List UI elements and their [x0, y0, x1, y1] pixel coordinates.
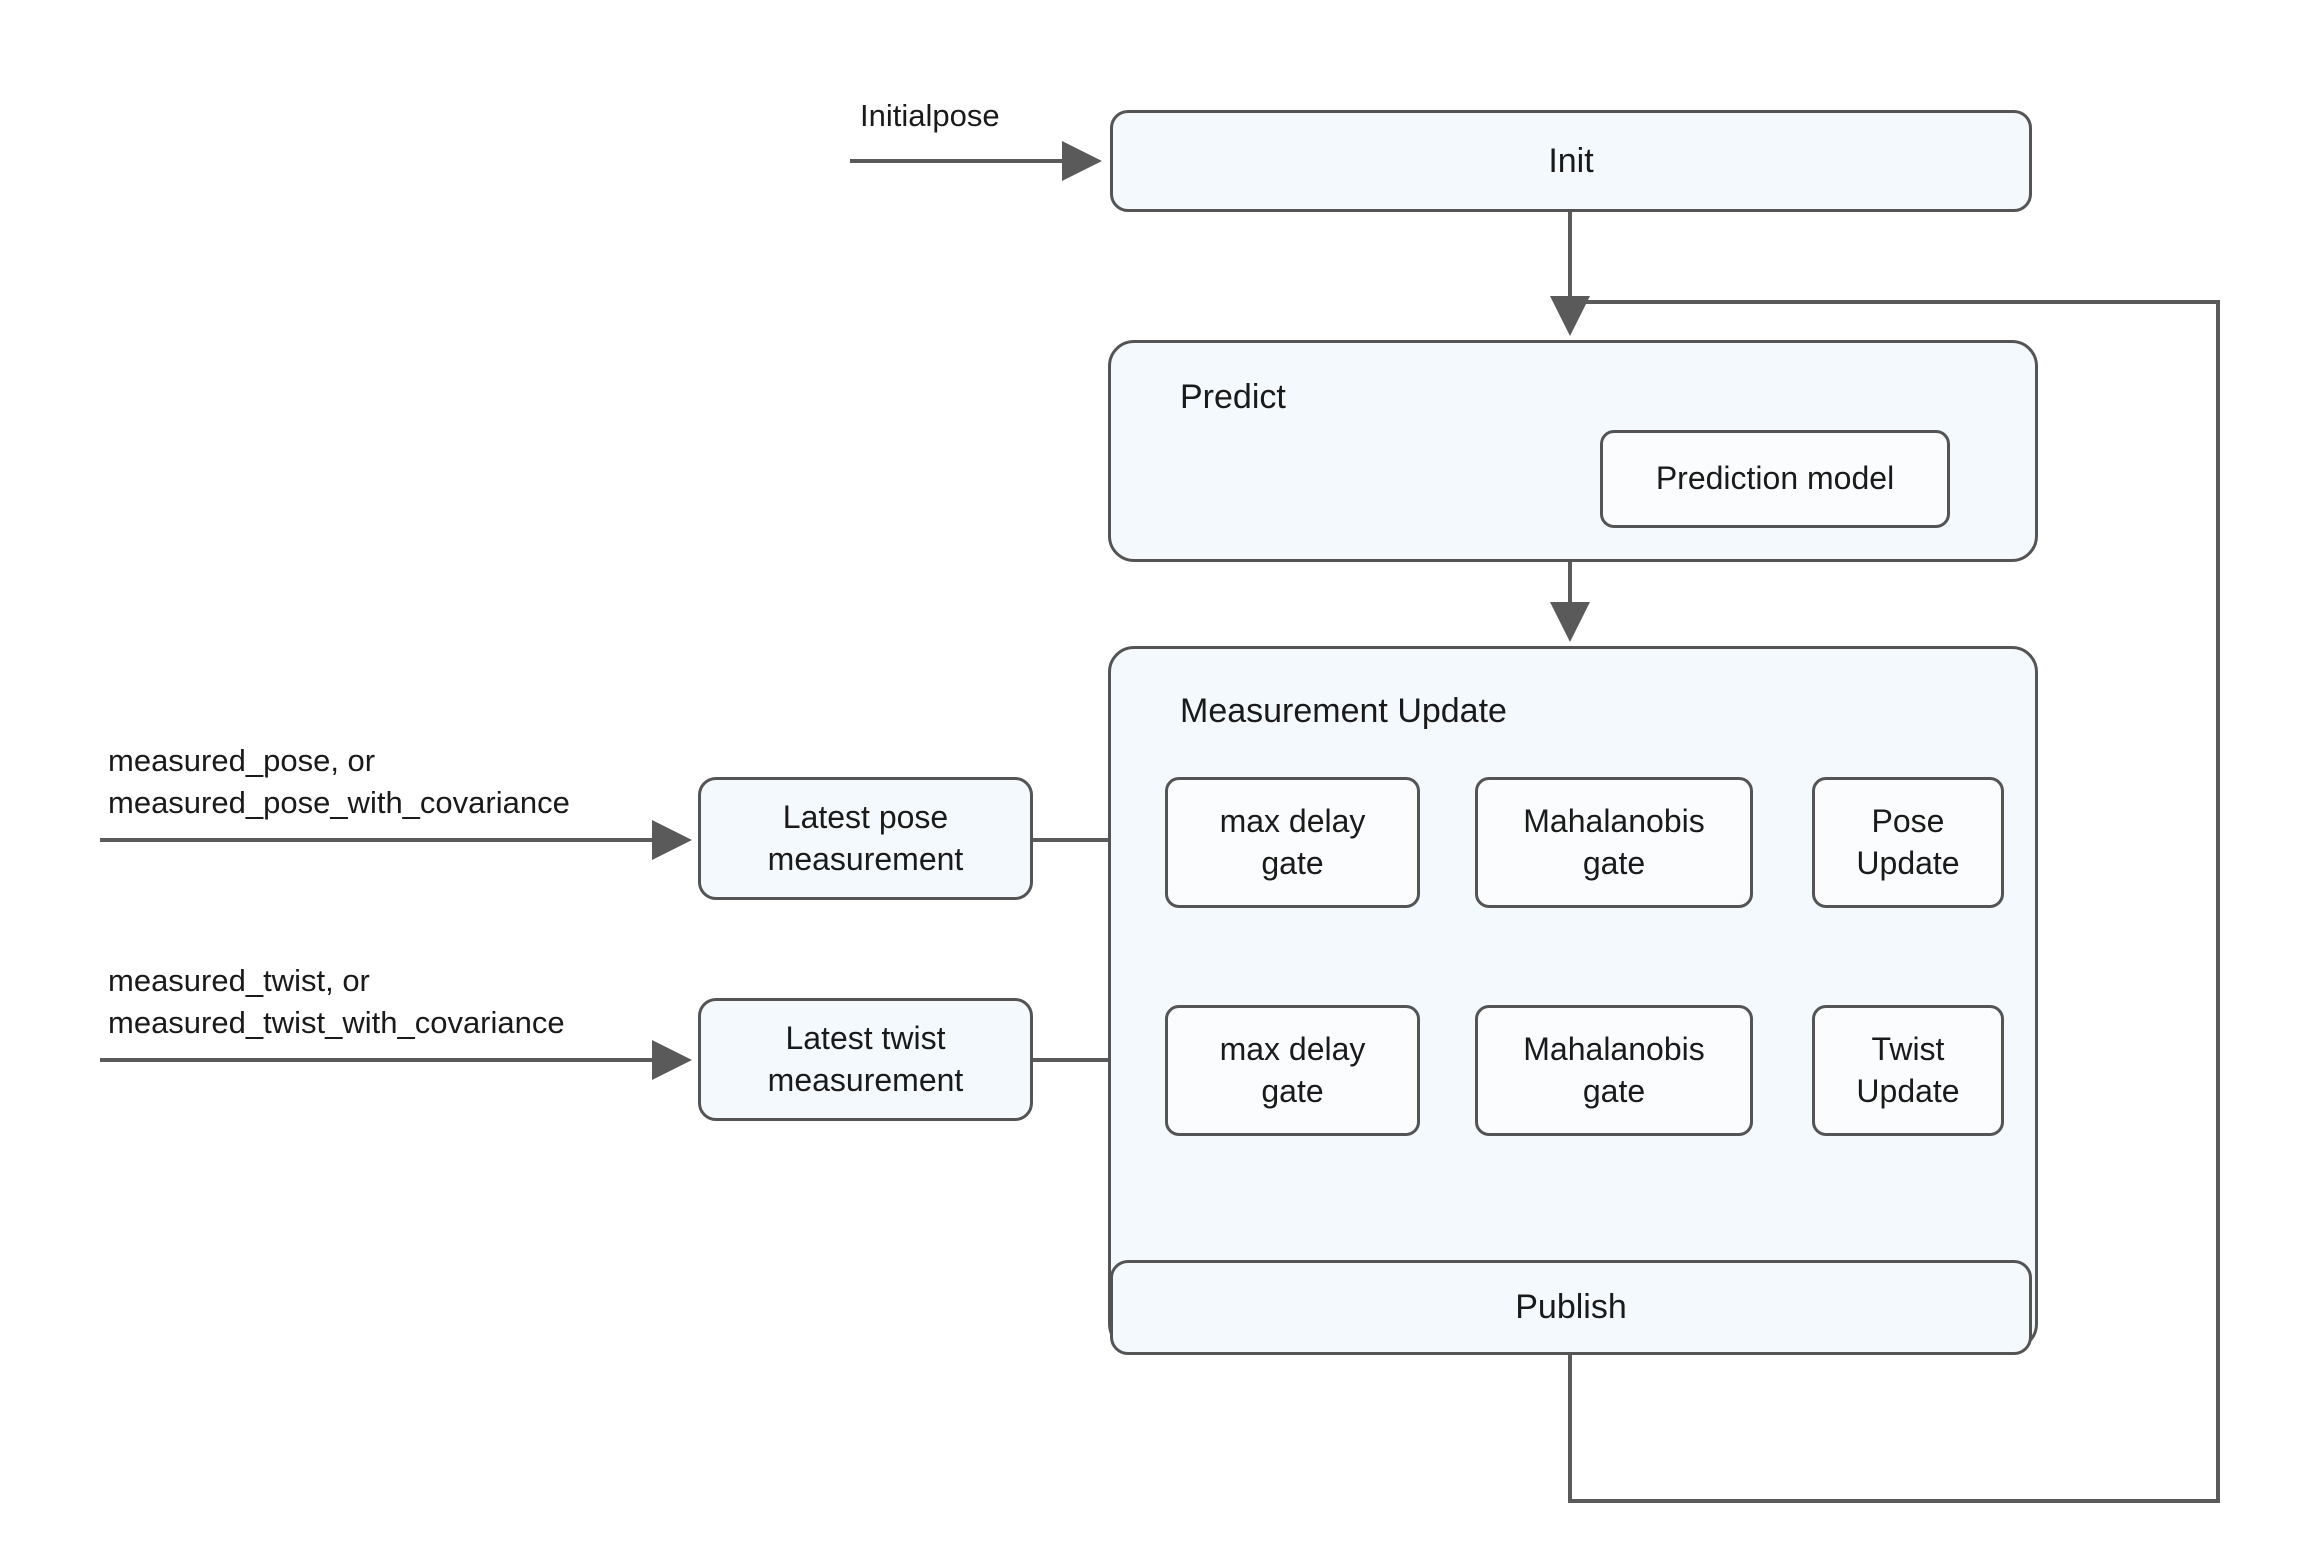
node-pose-mahalanobis-gate[interactable]: Mahalanobis gate: [1475, 777, 1753, 908]
edge-label-initialpose: Initialpose: [860, 98, 1000, 133]
node-twist-mahalanobis-gate[interactable]: Mahalanobis gate: [1475, 1005, 1753, 1136]
node-twist-update[interactable]: Twist Update: [1812, 1005, 2004, 1136]
node-publish[interactable]: Publish: [1110, 1260, 2032, 1355]
node-twist-max-delay-gate[interactable]: max delay gate: [1165, 1005, 1420, 1136]
edge-label-measured-twist: measured_twist, or measured_twist_with_c…: [108, 963, 565, 1040]
node-pose-max-delay-gate[interactable]: max delay gate: [1165, 777, 1420, 908]
edge-label-measured-pose: measured_pose, or measured_pose_with_cov…: [108, 743, 570, 820]
node-measurement-update[interactable]: [1108, 646, 2038, 1350]
node-predict-title: Predict: [1180, 378, 1286, 416]
edge-publish-feedback-loop: [1568, 300, 2220, 1503]
node-init[interactable]: Init: [1110, 110, 2032, 212]
node-measurement-update-title: Measurement Update: [1180, 692, 1507, 730]
node-prediction-model[interactable]: Prediction model: [1600, 430, 1950, 528]
node-latest-pose-measurement[interactable]: Latest pose measurement: [698, 777, 1033, 900]
node-latest-twist-measurement[interactable]: Latest twist measurement: [698, 998, 1033, 1121]
node-pose-update[interactable]: Pose Update: [1812, 777, 2004, 908]
